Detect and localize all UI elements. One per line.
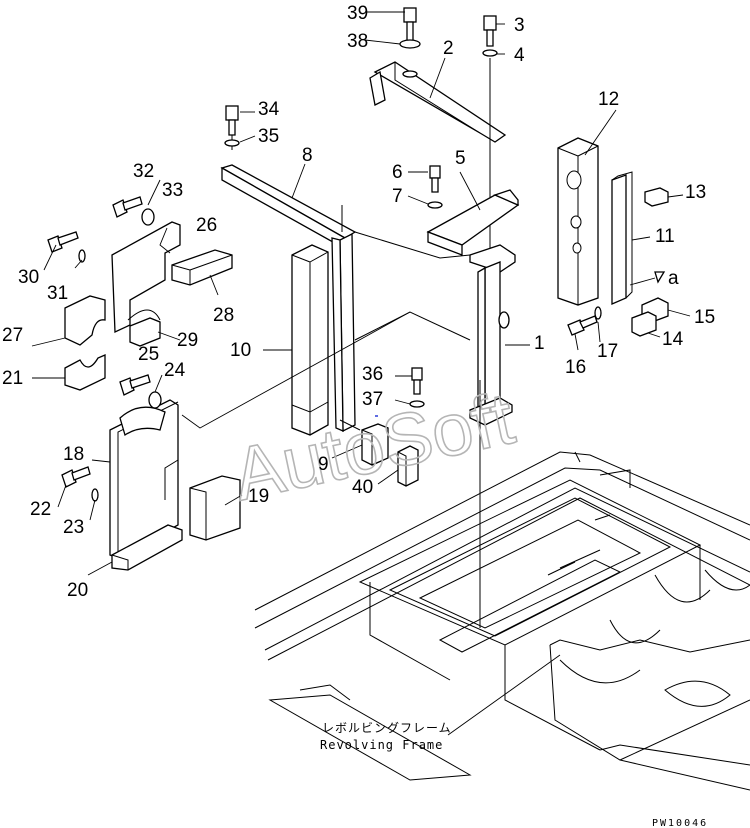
washer-17 (594, 306, 602, 320)
bolt-3-shank (486, 29, 494, 47)
callout-8: 8 (302, 145, 313, 166)
cover-10 (291, 244, 471, 436)
callout-2: 2 (443, 38, 454, 59)
callout-20: 20 (67, 580, 88, 601)
callout-18: 18 (63, 444, 84, 465)
bolt-39-head (403, 7, 417, 23)
callout-39: 39 (347, 3, 368, 24)
drawing-code: PW10046 (652, 818, 708, 828)
callout-28: 28 (213, 305, 234, 326)
frame-label-en: Revolving Frame (320, 738, 443, 752)
washer-23 (91, 488, 99, 502)
callout-15: 15 (694, 307, 715, 328)
callout-13: 13 (685, 182, 706, 203)
part-callouts: 39 38 2 3 4 12 34 35 8 6 5 7 13 32 33 26… (2, 3, 715, 601)
bracket-assembly-top (369, 7, 507, 255)
bolt-3-head (483, 15, 497, 31)
callout-35: 35 (258, 126, 279, 147)
callout-4: 4 (514, 45, 525, 66)
revolving-frame (254, 451, 750, 791)
center-parts (339, 367, 425, 487)
washer-4 (482, 49, 498, 57)
cover-26 (111, 221, 181, 334)
callout-25: 25 (138, 344, 159, 365)
block-13 (644, 187, 669, 207)
callout-19: 19 (248, 486, 269, 507)
washer-31 (78, 249, 86, 263)
callout-37: 37 (362, 389, 383, 410)
washer-35 (224, 139, 240, 147)
callout-33: 33 (162, 180, 183, 201)
block-28 (171, 249, 233, 286)
plate-11 (611, 174, 627, 305)
callout-40: 40 (352, 477, 373, 498)
callout-1: 1 (534, 333, 545, 354)
clamp-21 (64, 354, 106, 391)
bolt-16-head (567, 319, 585, 336)
callout-6: 6 (392, 162, 403, 183)
washer-38 (399, 39, 421, 49)
bolt-34-head (225, 105, 239, 121)
callout-38: 38 (347, 31, 368, 52)
frame-8 (220, 105, 471, 433)
callout-22: 22 (30, 499, 51, 520)
callout-14: 14 (662, 329, 684, 350)
callout-9: 9 (318, 454, 329, 475)
callout-30: 30 (18, 267, 39, 288)
callout-31: 31 (47, 283, 68, 304)
callout-34: 34 (258, 99, 280, 120)
leader-lines (31, 11, 691, 736)
callout-24: 24 (164, 360, 186, 381)
bolt-36-head (411, 367, 423, 381)
callout-29: 29 (177, 330, 198, 351)
bracket-2 (373, 61, 507, 143)
washer-33 (141, 208, 155, 226)
callout-32: 32 (133, 161, 154, 182)
block-20 (111, 524, 183, 571)
callout-36: 36 (362, 364, 383, 385)
block-40 (397, 445, 419, 487)
bolt-6-head (429, 165, 441, 179)
callout-11: 11 (655, 226, 675, 247)
right-parts (557, 137, 669, 337)
callout-10: 10 (230, 340, 251, 361)
stay-1 (469, 244, 516, 628)
callout-3: 3 (514, 15, 525, 36)
pad-19 (189, 475, 241, 541)
callout-16: 16 (565, 357, 586, 378)
washer-7 (427, 201, 443, 209)
cover-18 (109, 399, 179, 559)
clamp-27 (64, 295, 106, 346)
left-parts (47, 196, 411, 571)
callout-23: 23 (63, 517, 84, 538)
callout-21: 21 (2, 368, 23, 389)
callout-12: 12 (598, 89, 619, 110)
block-14 (631, 311, 657, 337)
reference-mark: a (668, 268, 679, 289)
callout-7: 7 (392, 186, 403, 207)
block-9 (361, 423, 389, 466)
callout-17: 17 (597, 341, 618, 362)
callout-27: 27 (2, 325, 23, 346)
bracket-5 (426, 165, 520, 256)
block-29 (129, 317, 161, 347)
washer-24 (148, 391, 162, 409)
callout-5: 5 (455, 148, 466, 169)
frame-label-jp: レボルビングフレーム (322, 721, 452, 735)
callout-26: 26 (196, 215, 217, 236)
